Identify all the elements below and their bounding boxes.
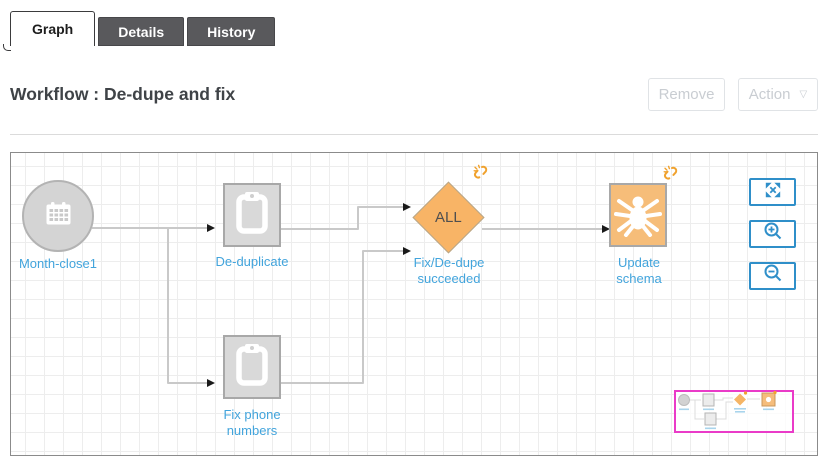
node-label-update-schema: Update schema <box>616 255 662 286</box>
tab-details[interactable]: Details <box>98 17 185 46</box>
clipboard-icon <box>232 342 272 393</box>
workflow-canvas[interactable]: Month-close1 De-duplicate Fix <box>10 152 818 456</box>
node-fix-phone-numbers[interactable] <box>223 335 281 399</box>
chevron-down-icon: ▽ <box>799 89 808 100</box>
calendar-icon <box>45 201 72 231</box>
zoom-out-button[interactable] <box>749 262 796 290</box>
action-button[interactable]: Action ▽ <box>738 78 818 111</box>
decision-condition: ALL <box>435 208 462 226</box>
zoom-in-icon <box>763 222 782 246</box>
fit-to-screen-button[interactable] <box>749 178 796 206</box>
broken-link-icon <box>663 165 678 181</box>
remove-button-label: Remove <box>658 86 715 103</box>
tab-history[interactable]: History <box>187 17 276 46</box>
node-label-fix-dedupe-succeeded: Fix/De-dupe succeeded <box>413 255 485 286</box>
node-label-de-duplicate: De-duplicate <box>215 254 289 269</box>
tab-graph[interactable]: Graph <box>10 11 96 46</box>
tab-bar: Graph Details History <box>10 11 276 46</box>
spider-icon <box>614 189 662 242</box>
page-title: Workflow : De-dupe and fix <box>10 84 236 104</box>
action-button-label: Action <box>748 86 791 103</box>
fit-to-screen-icon <box>764 181 782 204</box>
node-label-month-close1: Month-close1 <box>18 256 98 271</box>
node-label-fix-phone-numbers: Fix phone numbers <box>223 407 281 438</box>
workflow-edges <box>92 203 610 387</box>
tab-baseline-stub <box>3 44 11 51</box>
node-update-schema[interactable] <box>609 183 667 247</box>
remove-button[interactable]: Remove <box>648 78 725 111</box>
header-divider <box>10 134 818 135</box>
clipboard-icon <box>232 190 272 241</box>
minimap[interactable] <box>674 390 794 433</box>
node-de-duplicate[interactable] <box>223 183 281 247</box>
zoom-out-icon <box>763 264 782 288</box>
zoom-in-button[interactable] <box>749 220 796 248</box>
broken-link-icon <box>473 164 488 180</box>
node-month-close1[interactable] <box>22 180 94 252</box>
